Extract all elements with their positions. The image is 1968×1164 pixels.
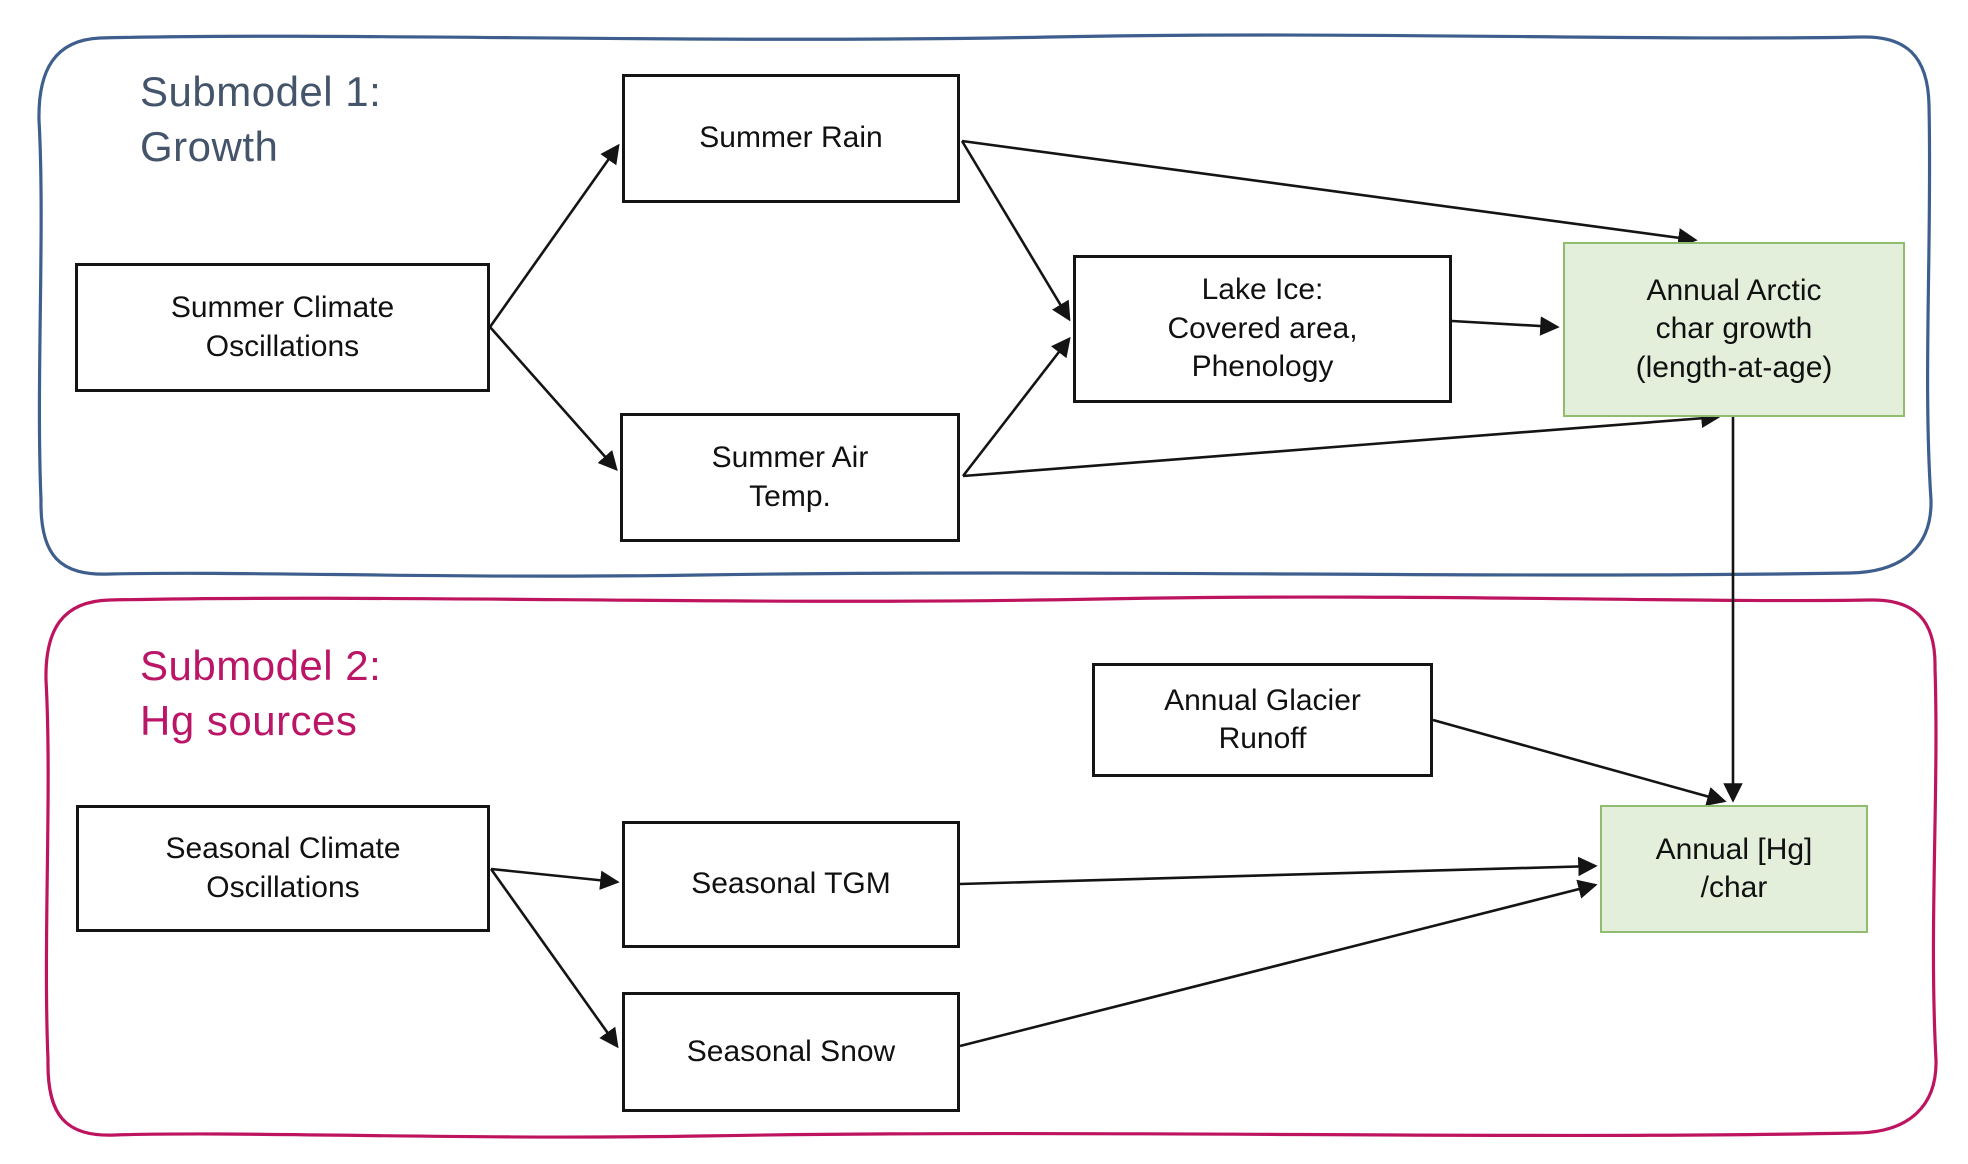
arrow-lakeice-to-chargrowth	[1451, 316, 1560, 336]
node-seasonal-snow: Seasonal Snow	[622, 992, 960, 1112]
node-annual-glacier-runoff: Annual Glacier Runoff	[1092, 663, 1433, 777]
arrow-rain-to-chargrowth	[961, 139, 1698, 248]
submodel1-title: Submodel 1: Growth	[140, 68, 382, 171]
node-label: Summer Climate Oscillations	[170, 291, 395, 363]
node-label: Seasonal Climate Oscillations	[165, 832, 401, 904]
arrow-glacier-to-hgchar	[1432, 718, 1727, 806]
arrow-seasonal-to-tgm	[490, 867, 620, 890]
node-summer-climate-oscillations: Summer Climate Oscillations	[75, 263, 490, 392]
arrow-climate-to-airtemp	[489, 326, 618, 472]
arrow-group	[488, 139, 1743, 1049]
node-label: Summer Air Temp.	[711, 441, 869, 513]
node-label: Annual [Hg] /char	[1655, 832, 1813, 904]
node-label: Seasonal TGM	[691, 867, 891, 901]
arrow-seasonal-to-snow	[489, 868, 619, 1049]
node-lake-ice: Lake Ice: Covered area, Phenology	[1073, 255, 1452, 403]
submodel2-title: Submodel 2: Hg sources	[140, 642, 382, 745]
node-annual-hg-per-char: Annual [Hg] /char	[1600, 805, 1868, 933]
arrow-airtemp-to-chargrowth	[962, 408, 1721, 478]
node-label: Summer Rain	[699, 121, 883, 155]
node-label: Lake Ice: Covered area, Phenology	[1167, 273, 1358, 384]
arrow-snow-to-hgchar	[959, 879, 1598, 1048]
node-label: Annual Glacier Runoff	[1164, 683, 1361, 755]
node-seasonal-climate-oscillations: Seasonal Climate Oscillations	[76, 805, 490, 932]
submodel1-border	[37, 33, 1933, 578]
arrow-climate-to-rain	[488, 143, 620, 328]
node-label: Seasonal Snow	[686, 1034, 896, 1068]
submodel2-border	[44, 595, 1938, 1139]
node-label: Annual Arctic char growth (length-at-age…	[1635, 273, 1833, 384]
node-summer-air-temp: Summer Air Temp.	[620, 413, 960, 542]
arrow-airtemp-to-lakeice	[961, 336, 1071, 477]
node-summer-rain: Summer Rain	[622, 74, 960, 203]
arrow-rain-to-lakeice	[960, 140, 1071, 322]
node-annual-arctic-char-growth: Annual Arctic char growth (length-at-age…	[1563, 242, 1905, 417]
node-seasonal-tgm: Seasonal TGM	[622, 821, 960, 948]
arrow-tgm-to-hgchar	[959, 856, 1598, 886]
